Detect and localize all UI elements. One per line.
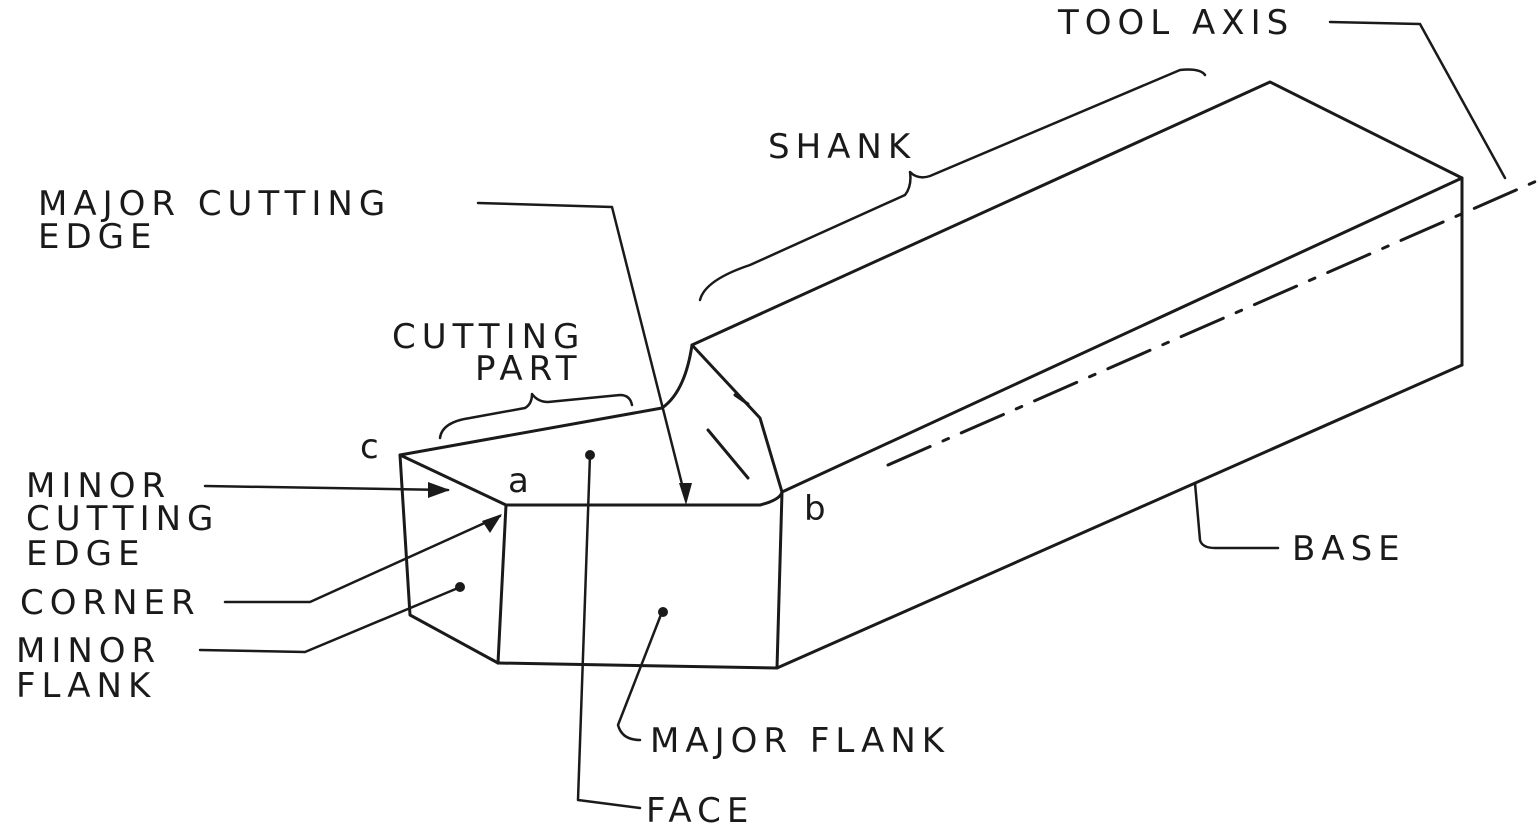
label-minor-flank-line1: MINOR [16, 631, 161, 671]
tool-axis-line [886, 178, 1539, 467]
shank-brace [698, 68, 1207, 302]
leader-lines [198, 20, 1507, 810]
face-leader [576, 453, 642, 810]
tool-body [398, 80, 1464, 670]
shank-bottom-edge [775, 363, 1464, 670]
minor-cutting-edge-leader [203, 484, 450, 492]
major-cutting-edge-line [504, 490, 784, 507]
corner-vertical-edge [496, 503, 508, 665]
face-dot [585, 450, 595, 460]
face-inner-stroke-2 [733, 393, 750, 406]
shank-step [660, 343, 784, 494]
label-minor-cutting-edge-line1: MINOR [26, 466, 171, 506]
minor-flank-dot [455, 582, 465, 592]
major-flank-right-edge [775, 490, 784, 670]
cutting-part-top [398, 406, 664, 457]
major-cutting-edge-leader [476, 201, 688, 502]
label-minor-flank-line2: FLANK [16, 666, 156, 706]
label-shank: SHANK [768, 127, 916, 167]
point-b: b [804, 489, 826, 529]
corner-arrow [482, 514, 502, 533]
labels: TOOL AXIS SHANK MAJOR CUTTING EDGE CUTTI… [16, 3, 1406, 831]
corner-leader [223, 514, 502, 604]
label-minor-cutting-edge-line3: EDGE [26, 534, 146, 574]
label-tool-axis: TOOL AXIS [1057, 3, 1294, 43]
point-c: c [360, 427, 379, 467]
label-major-cutting-edge-line1: MAJOR CUTTING [38, 184, 391, 224]
face-inner-stroke-1 [706, 428, 750, 480]
label-cutting-part-line1: CUTTING [392, 317, 585, 357]
label-major-flank: MAJOR FLANK [650, 721, 950, 761]
major-flank-leader [616, 610, 664, 742]
minor-cutting-edge-arrow [428, 482, 450, 498]
base-leader [1193, 481, 1280, 550]
label-face: FACE [646, 791, 754, 831]
major-flank-dot [658, 607, 668, 617]
label-minor-cutting-edge-line2: CUTTING [26, 499, 219, 539]
major-cutting-edge-arrow [679, 483, 692, 505]
label-corner: CORNER [20, 583, 201, 623]
tool-axis-leader [1328, 20, 1507, 180]
label-major-cutting-edge-line2: EDGE [38, 217, 158, 257]
point-a: a [508, 461, 529, 501]
label-base: BASE [1292, 529, 1406, 569]
cutting-part-brace [438, 392, 634, 440]
minor-flank-left-edge [398, 453, 500, 665]
major-flank-bottom [496, 661, 779, 670]
label-cutting-part-line2: PART [475, 349, 583, 389]
rake-face-edge [398, 453, 508, 507]
minor-flank-leader [198, 586, 460, 654]
shank-top-face [690, 80, 1464, 494]
